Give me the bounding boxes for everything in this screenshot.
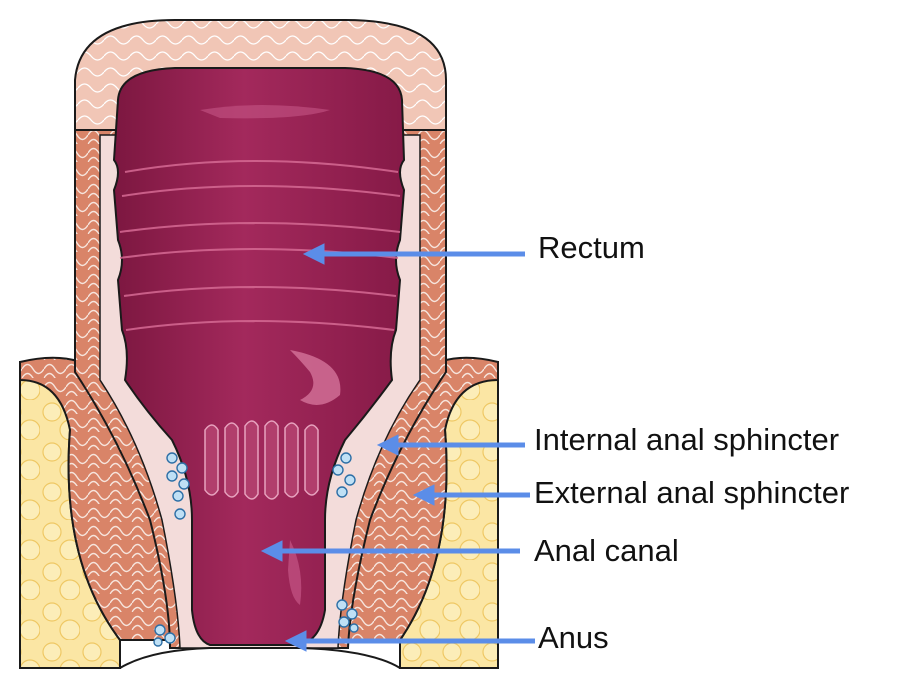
label-anal-canal: Anal canal: [534, 535, 679, 566]
label-internal-anal-sphincter: Internal anal sphincter: [534, 424, 839, 455]
label-rectum: Rectum: [538, 232, 645, 263]
label-anus: Anus: [538, 622, 609, 653]
label-external-anal-sphincter: External anal sphincter: [534, 477, 849, 508]
